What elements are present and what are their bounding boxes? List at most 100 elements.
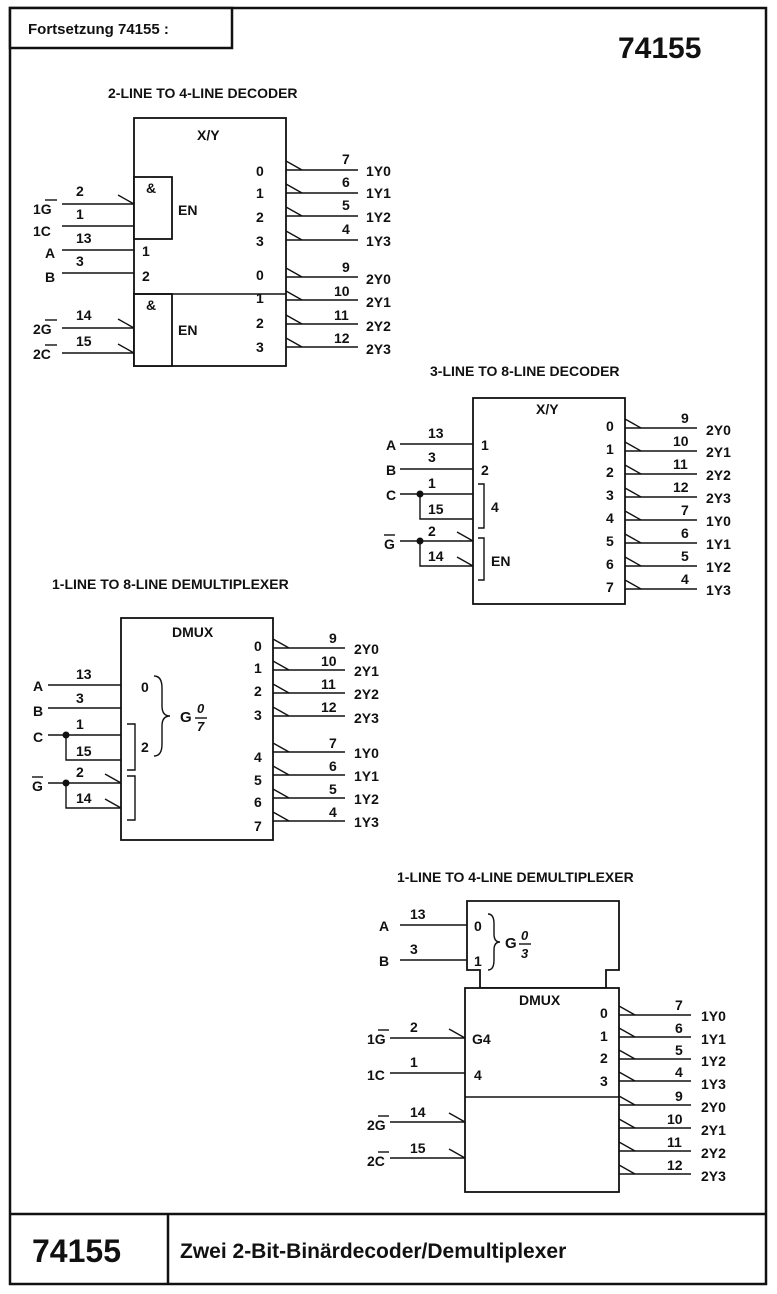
pin-label: 2C	[367, 1153, 385, 1169]
wire	[618, 1095, 636, 1106]
pin-label: 14	[410, 1104, 426, 1120]
pin-label: G	[32, 778, 43, 794]
wire	[104, 798, 122, 809]
wire	[624, 464, 642, 475]
pin-label: A	[33, 678, 43, 694]
output-row: 4 7 1Y0	[254, 735, 379, 765]
pin-label: 1Y2	[701, 1053, 726, 1069]
pin-label: 2Y2	[366, 318, 391, 334]
output-row: 5 6 1Y1	[254, 758, 379, 788]
wire	[272, 788, 290, 799]
output-row: 2 5 1Y2	[600, 1042, 726, 1069]
continuation-tag: Fortsetzung 74155 :	[28, 21, 169, 38]
pin-label: 1Y0	[366, 163, 391, 179]
pin-label: 7	[681, 502, 689, 518]
wire	[65, 735, 121, 761]
pin-label: 14	[428, 548, 444, 564]
wire	[285, 160, 303, 171]
wire	[117, 343, 135, 354]
wire	[127, 723, 136, 771]
wire	[285, 314, 303, 325]
pin-label: 7	[254, 818, 262, 834]
pin-label: 6	[675, 1020, 683, 1036]
output-row: 0 7 1Y0	[256, 151, 391, 179]
pin-label: B	[386, 462, 396, 478]
box-label: DMUX	[519, 992, 561, 1008]
input-name-a: A	[45, 245, 55, 261]
pin-label: 4	[329, 804, 337, 820]
pin-label: 2Y0	[706, 422, 731, 438]
enable-label: EN	[178, 322, 197, 338]
pin-label: 2G	[367, 1117, 386, 1133]
input-pin: 14	[76, 307, 92, 323]
pin-label: G4	[472, 1031, 491, 1047]
and-symbol: &	[146, 180, 156, 196]
pin-label: 2	[256, 209, 264, 225]
output-row: 0 9 2Y0	[254, 630, 379, 657]
page-frame	[8, 6, 768, 1286]
wire	[272, 706, 290, 717]
pin-label: 0	[256, 267, 264, 283]
pin-label: 2Y1	[701, 1122, 726, 1138]
pin-label: 5	[342, 197, 350, 213]
wire	[117, 318, 135, 329]
pin-label: 2	[254, 683, 262, 699]
wire	[448, 1028, 466, 1039]
wire	[153, 675, 171, 757]
pin-label: 5	[254, 772, 262, 788]
wire	[618, 1049, 636, 1060]
pin-label: 2Y3	[366, 341, 391, 357]
wire	[419, 494, 473, 520]
input-pin: 3	[76, 253, 84, 269]
wire	[285, 290, 303, 301]
pin-label: 1Y2	[706, 559, 731, 575]
pin-label: 6	[681, 525, 689, 541]
output-row: 1 6 1Y1	[600, 1020, 726, 1047]
symbol-box	[120, 617, 274, 841]
input-pin: 15	[76, 333, 92, 349]
output-row: 3 12 2Y3	[606, 479, 731, 506]
output-row: 0 9 2Y0	[256, 259, 391, 287]
footer-part-number: 74155	[32, 1233, 121, 1269]
wire	[456, 531, 474, 542]
wire	[487, 913, 501, 971]
output-row: 3 12 2Y3	[256, 330, 391, 357]
pin-label: 2Y3	[701, 1168, 726, 1184]
pin-label: 1Y2	[354, 791, 379, 807]
wire	[285, 230, 303, 241]
pin-label: 1	[481, 437, 489, 453]
wire	[624, 510, 642, 521]
pin-label: 1	[76, 716, 84, 732]
pin-label: 14	[76, 790, 92, 806]
wire	[478, 537, 485, 581]
pin-label: 11	[334, 307, 349, 323]
pin-label: 1Y3	[354, 814, 379, 830]
pin-label: 7	[342, 151, 350, 167]
and-block-1	[133, 176, 173, 240]
wire	[456, 556, 474, 567]
wire	[272, 742, 290, 753]
footer-description: Zwei 2-Bit-Binärdecoder/Demultiplexer	[180, 1240, 566, 1263]
wire	[419, 541, 473, 567]
wire	[285, 206, 303, 217]
input-pin: 1	[76, 206, 84, 222]
output-row: 12 2Y3	[618, 1157, 726, 1184]
wire	[618, 1118, 636, 1129]
box-label: DMUX	[172, 624, 214, 640]
pin-label: 2	[600, 1050, 608, 1066]
pin-label: 13	[76, 666, 92, 682]
wire	[618, 1071, 636, 1082]
output-row: 1 6 1Y1	[256, 174, 391, 201]
input-weight: 1	[142, 243, 150, 259]
wire	[127, 775, 136, 821]
pin-label: 1Y3	[706, 582, 731, 598]
pin-label: 4	[675, 1064, 683, 1080]
wire	[624, 418, 642, 429]
output-row: 1 10 2Y1	[606, 433, 731, 460]
pin-label: 1	[256, 290, 264, 306]
output-row: 1 10 2Y1	[256, 283, 391, 310]
input-pin: 2	[76, 183, 84, 199]
wire	[272, 683, 290, 694]
pin-label: 1	[410, 1054, 418, 1070]
